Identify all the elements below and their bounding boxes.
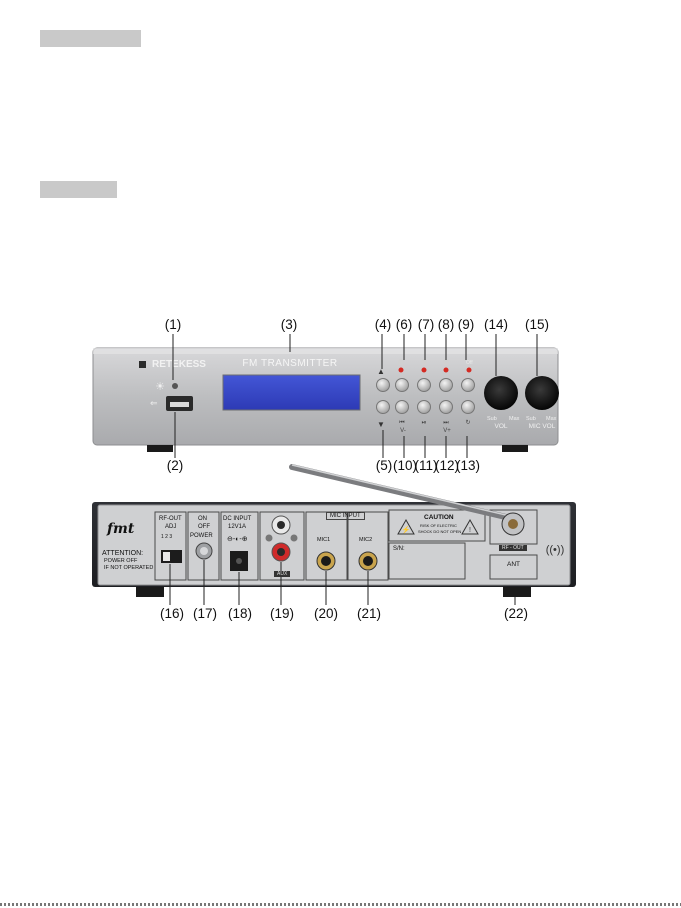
callout-4: (4) xyxy=(374,317,392,332)
svg-text:Max: Max xyxy=(509,416,520,422)
rear-logo: fmt xyxy=(107,521,135,537)
callout-11: (11) xyxy=(414,458,438,473)
svg-text:▲: ▲ xyxy=(377,367,385,376)
callout-20: (20) xyxy=(313,606,339,621)
rear-foot-right xyxy=(503,587,531,597)
mic-input-label: MIC INPUT xyxy=(326,512,365,520)
front-foot-right xyxy=(502,445,528,452)
mic2-label: MIC2 xyxy=(359,537,373,543)
svg-text:↻: ↻ xyxy=(465,419,470,426)
svg-text:Sub: Sub xyxy=(526,416,536,422)
rf-out-scale: 1 2 3 xyxy=(161,534,173,540)
svg-text:Off: Off xyxy=(466,360,473,366)
svg-text:((•)): ((•)) xyxy=(546,544,565,556)
callout-12: (12) xyxy=(434,458,460,473)
dc-polarity-icon: ⊖-◐-⊕ xyxy=(227,536,248,543)
callout-10: (10) xyxy=(392,458,418,473)
svg-text:⏮: ⏮ xyxy=(399,420,405,426)
callout-2: (2) xyxy=(166,458,184,473)
callout-15: (15) xyxy=(524,317,550,332)
svg-text:⇐: ⇐ xyxy=(150,398,158,408)
front-foot-left xyxy=(147,445,173,452)
svg-text:V-: V- xyxy=(400,428,406,434)
attention-line1: POWER OFF xyxy=(104,558,138,564)
callout-3: (3) xyxy=(280,317,298,332)
dc-input-label: DC INPUT xyxy=(223,516,252,522)
callout-14: (14) xyxy=(483,317,509,332)
attention-title: ATTENTION: xyxy=(102,550,144,557)
callout-22: (22) xyxy=(503,606,529,621)
rf-out-adj-label: ADJ xyxy=(165,524,177,530)
svg-text:Sub: Sub xyxy=(487,416,497,422)
svg-text:⏯: ⏯ xyxy=(422,420,427,426)
led-indicator xyxy=(172,383,178,389)
svg-text:!: ! xyxy=(469,527,471,534)
volume-knob xyxy=(484,376,518,410)
rf-out-ant-label: RF - OUT xyxy=(499,545,527,551)
svg-text:⏭: ⏭ xyxy=(443,420,449,426)
callout-21: (21) xyxy=(356,606,382,621)
callout-16: (16) xyxy=(159,606,185,621)
svg-text:☀: ☀ xyxy=(155,381,165,393)
svg-text:FM TRANSMITTER: FM TRANSMITTER xyxy=(242,358,337,369)
caution-line2: SHOCK DO NOT OPEN xyxy=(418,529,462,534)
svg-text:⚡: ⚡ xyxy=(402,525,411,534)
svg-text:VOL: VOL xyxy=(494,423,507,430)
section-heading-bar-1 xyxy=(40,30,141,47)
power-on-label: ON xyxy=(198,516,207,522)
section-heading-bar-2 xyxy=(40,181,117,198)
svg-text:RETEKESS: RETEKESS xyxy=(152,359,206,370)
ant-label: ANT xyxy=(507,561,520,568)
aux-label: AUX xyxy=(274,571,291,577)
svg-text:V+: V+ xyxy=(443,428,451,434)
attention-line2: IF NOT OPERATED xyxy=(104,565,154,571)
callout-5: (5) xyxy=(375,458,393,473)
rf-out-label: RF-OUT xyxy=(159,516,182,522)
brand-logo-icon xyxy=(139,361,146,368)
power-label: POWER xyxy=(190,533,213,539)
serial-label: S/N: xyxy=(393,546,405,552)
mic1-label: MIC1 xyxy=(317,537,331,543)
antenna-rod xyxy=(289,464,513,521)
page-bottom-rule xyxy=(0,903,681,906)
lcd-display xyxy=(222,374,361,411)
svg-text:Max: Max xyxy=(546,416,557,422)
callout-7: (7) xyxy=(417,317,435,332)
callout-17: (17) xyxy=(192,606,218,621)
callout-19: (19) xyxy=(269,606,295,621)
callout-13: (13) xyxy=(455,458,481,473)
rear-foot-left xyxy=(136,587,164,597)
callout-1: (1) xyxy=(164,317,182,332)
svg-text:▼: ▼ xyxy=(377,420,385,429)
callout-18: (18) xyxy=(227,606,253,621)
mic-volume-knob xyxy=(525,376,559,410)
front-button-grid xyxy=(376,378,475,414)
caution-line1: RISK OF ELECTRIC xyxy=(420,523,457,528)
callout-8: (8) xyxy=(437,317,455,332)
dc-input-rating: 12V1A xyxy=(228,524,247,530)
caution-title: CAUTION xyxy=(424,514,454,521)
callout-9: (9) xyxy=(457,317,475,332)
svg-text:MIC VOL: MIC VOL xyxy=(529,423,556,430)
rear-inner-panel xyxy=(97,504,571,586)
callout-6: (6) xyxy=(395,317,413,332)
power-off-label: OFF xyxy=(198,524,210,530)
